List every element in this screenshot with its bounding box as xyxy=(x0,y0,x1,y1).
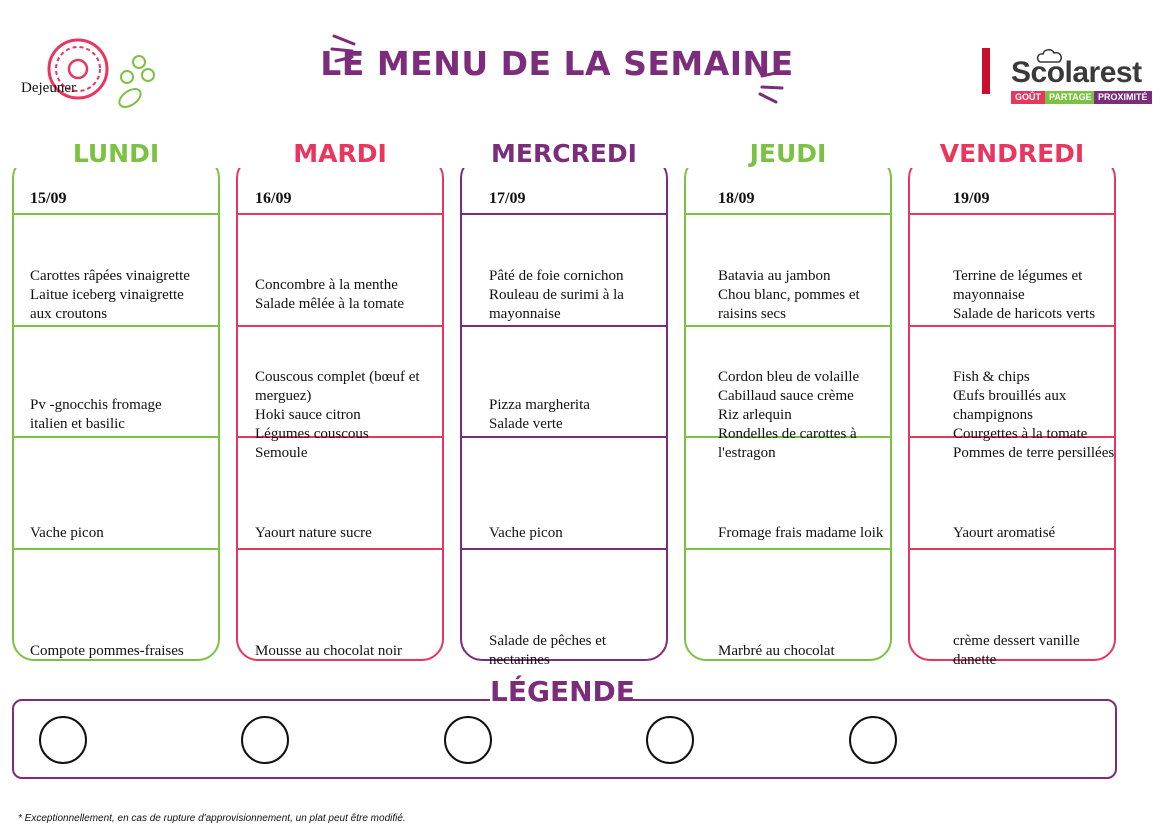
day-name: MARDI xyxy=(235,139,445,168)
menu-item-laitage: Vache picon xyxy=(489,524,563,541)
menu-item-plat: Salade verte xyxy=(489,416,563,432)
day-date: 18/09 xyxy=(718,190,755,207)
chef-hat-icon xyxy=(1036,48,1062,63)
section-divider xyxy=(12,325,220,327)
menu-item-plat: l'estragon xyxy=(718,444,776,461)
menu-item-plat: Légumes couscous xyxy=(255,425,369,442)
section-divider xyxy=(12,213,220,215)
menu-item-dessert: Compote pommes-fraises xyxy=(30,642,184,659)
legend-title: LÉGENDE xyxy=(490,675,635,708)
menu-item-entree: raisins secs xyxy=(718,305,786,322)
menu-item-dessert: crème dessert vanille xyxy=(953,633,1080,649)
section-divider xyxy=(908,548,1116,550)
day-date: 15/09 xyxy=(30,190,67,207)
section-divider xyxy=(908,213,1116,215)
menu-item-plat: champignons xyxy=(953,406,1033,423)
logo-accent-bar xyxy=(982,48,990,94)
menu-item-dessert: danette xyxy=(953,652,997,668)
menu-item-plat: Pommes de terre persillées xyxy=(953,444,1115,461)
donut-decoration-icon xyxy=(47,38,155,108)
menu-item-entree: Carottes râpées vinaigrette xyxy=(30,267,190,284)
day-name: VENDREDI xyxy=(907,139,1117,168)
section-divider xyxy=(908,325,1116,327)
burst-left-icon xyxy=(330,34,356,63)
menu-item-dessert: Salade de pêches et xyxy=(489,633,607,649)
menu-item-plat: Couscous complet (bœuf et xyxy=(255,368,420,385)
day-name: MERCREDI xyxy=(459,139,669,168)
menu-item-entree: Batavia au jambon xyxy=(718,267,831,284)
menu-item-plat: Semoule xyxy=(255,444,308,461)
brand-logo: Scolarest xyxy=(1011,56,1142,89)
section-divider xyxy=(684,213,892,215)
menu-item-plat: Œufs brouillés aux xyxy=(953,387,1067,404)
menu-item-entree: aux croutons xyxy=(30,305,108,322)
menu-item-plat: Courgettes à la tomate xyxy=(953,425,1088,442)
menu-item-plat: Cabillaud sauce crème xyxy=(718,387,854,404)
section-divider xyxy=(460,548,668,550)
section-divider xyxy=(12,436,220,438)
section-divider xyxy=(236,436,444,438)
menu-item-entree: Pâté de foie cornichon xyxy=(489,267,624,284)
menu-item-entree: Rouleau de surimi à la xyxy=(489,286,624,303)
day-date: 17/09 xyxy=(489,190,526,207)
meal-type-label: Dejeuner xyxy=(21,80,76,96)
menu-item-plat: Riz arlequin xyxy=(718,406,792,423)
section-divider xyxy=(460,436,668,438)
menu-item-plat: italien et basilic xyxy=(30,416,125,432)
menu-item-plat: Pizza margherita xyxy=(489,397,590,413)
menu-item-entree: Concombre à la menthe xyxy=(255,277,398,293)
section-divider xyxy=(684,436,892,438)
brand-tag-proximite: PROXIMITÉ xyxy=(1094,91,1152,104)
menu-item-laitage: Fromage frais madame loik xyxy=(718,524,884,541)
menu-item-entree: Laitue iceberg vinaigrette xyxy=(30,286,184,303)
menu-item-laitage: Yaourt nature sucre xyxy=(255,524,372,541)
menu-item-dessert: Marbré au chocolat xyxy=(718,642,835,659)
legend-circle-icon xyxy=(646,716,694,764)
menu-item-entree: mayonnaise xyxy=(489,305,561,322)
section-divider xyxy=(684,548,892,550)
day-date: 16/09 xyxy=(255,190,292,207)
menu-item-laitage: Vache picon xyxy=(30,524,104,541)
brand-tag-partage: PARTAGE xyxy=(1045,91,1096,104)
legend-circle-icon xyxy=(849,716,897,764)
menu-item-entree: mayonnaise xyxy=(953,286,1025,303)
menu-item-entree: Terrine de légumes et xyxy=(953,267,1083,284)
section-divider xyxy=(460,325,668,327)
menu-item-plat: Pv -gnocchis fromage xyxy=(30,397,162,413)
menu-item-plat: Hoki sauce citron xyxy=(255,406,361,423)
brand-tag-gout: GOÛT xyxy=(1011,91,1045,104)
section-divider xyxy=(460,213,668,215)
section-divider xyxy=(236,325,444,327)
legend-circle-icon xyxy=(39,716,87,764)
menu-item-laitage: Yaourt aromatisé xyxy=(953,524,1056,541)
day-name: JEUDI xyxy=(683,139,893,168)
menu-item-plat: Rondelles de carottes à xyxy=(718,425,857,442)
menu-item-entree: Salade mêlée à la tomate xyxy=(255,296,405,312)
legend-box xyxy=(12,699,1117,779)
section-divider xyxy=(12,548,220,550)
menu-item-plat: merguez) xyxy=(255,387,312,404)
menu-item-plat: Cordon bleu de volaille xyxy=(718,368,860,385)
legend-circle-icon xyxy=(444,716,492,764)
legend-circle-icon xyxy=(241,716,289,764)
section-divider xyxy=(684,325,892,327)
menu-item-plat: Fish & chips xyxy=(953,368,1030,385)
menu-item-dessert: Mousse au chocolat noir xyxy=(255,642,403,659)
day-name: LUNDI xyxy=(11,139,221,168)
footnote: * Exceptionnellement, en cas de rupture … xyxy=(18,813,406,824)
burst-right-icon xyxy=(758,70,784,104)
menu-item-dessert: nectarines xyxy=(489,652,550,668)
menu-item-entree: Salade de haricots verts xyxy=(953,305,1096,322)
day-date: 19/09 xyxy=(953,190,990,207)
section-divider xyxy=(908,436,1116,438)
menu-item-entree: Chou blanc, pommes et xyxy=(718,286,860,303)
section-divider xyxy=(236,213,444,215)
section-divider xyxy=(236,548,444,550)
page-title: LE MENU DE LA SEMAINE xyxy=(320,44,794,83)
